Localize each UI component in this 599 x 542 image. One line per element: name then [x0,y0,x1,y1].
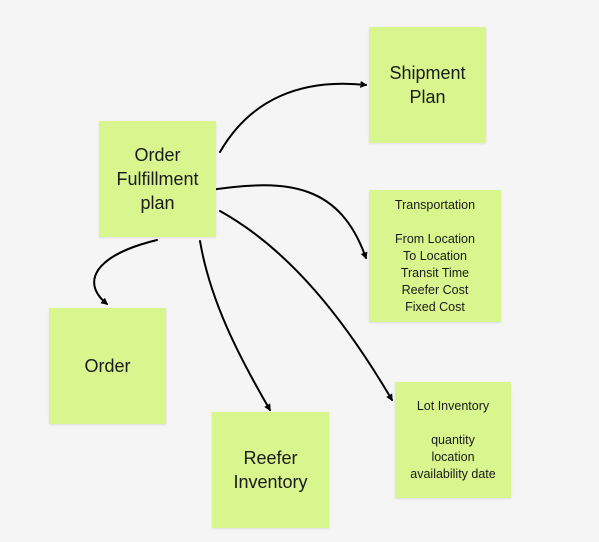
note-order[interactable]: Order [49,308,166,424]
note-transportation[interactable]: Transportation From Location To Location… [369,190,501,322]
connector-to-reefer-inventory [199,240,271,412]
note-order-fulfillment-plan-label: Order Fulfillment plan [116,145,199,213]
note-lot-inventory-label: Lot Inventory quantity location availabi… [410,398,496,481]
note-reefer-inventory-label: Reefer Inventory [233,448,308,492]
note-order-label: Order [84,356,131,376]
connector-to-shipment-plan [219,80,368,153]
note-order-fulfillment-plan[interactable]: Order Fulfillment plan [99,121,216,237]
note-lot-inventory[interactable]: Lot Inventory quantity location availabi… [395,382,511,498]
connector-to-transportation [209,184,368,260]
connector-to-order [93,239,158,305]
note-transportation-label: Transportation From Location To Location… [394,197,476,314]
note-reefer-inventory[interactable]: Reefer Inventory [212,412,329,528]
note-shipment-plan[interactable]: Shipment Plan [369,27,486,143]
connector-to-lot-inventory [219,210,393,402]
note-shipment-plan-label: Shipment Plan [389,63,466,107]
